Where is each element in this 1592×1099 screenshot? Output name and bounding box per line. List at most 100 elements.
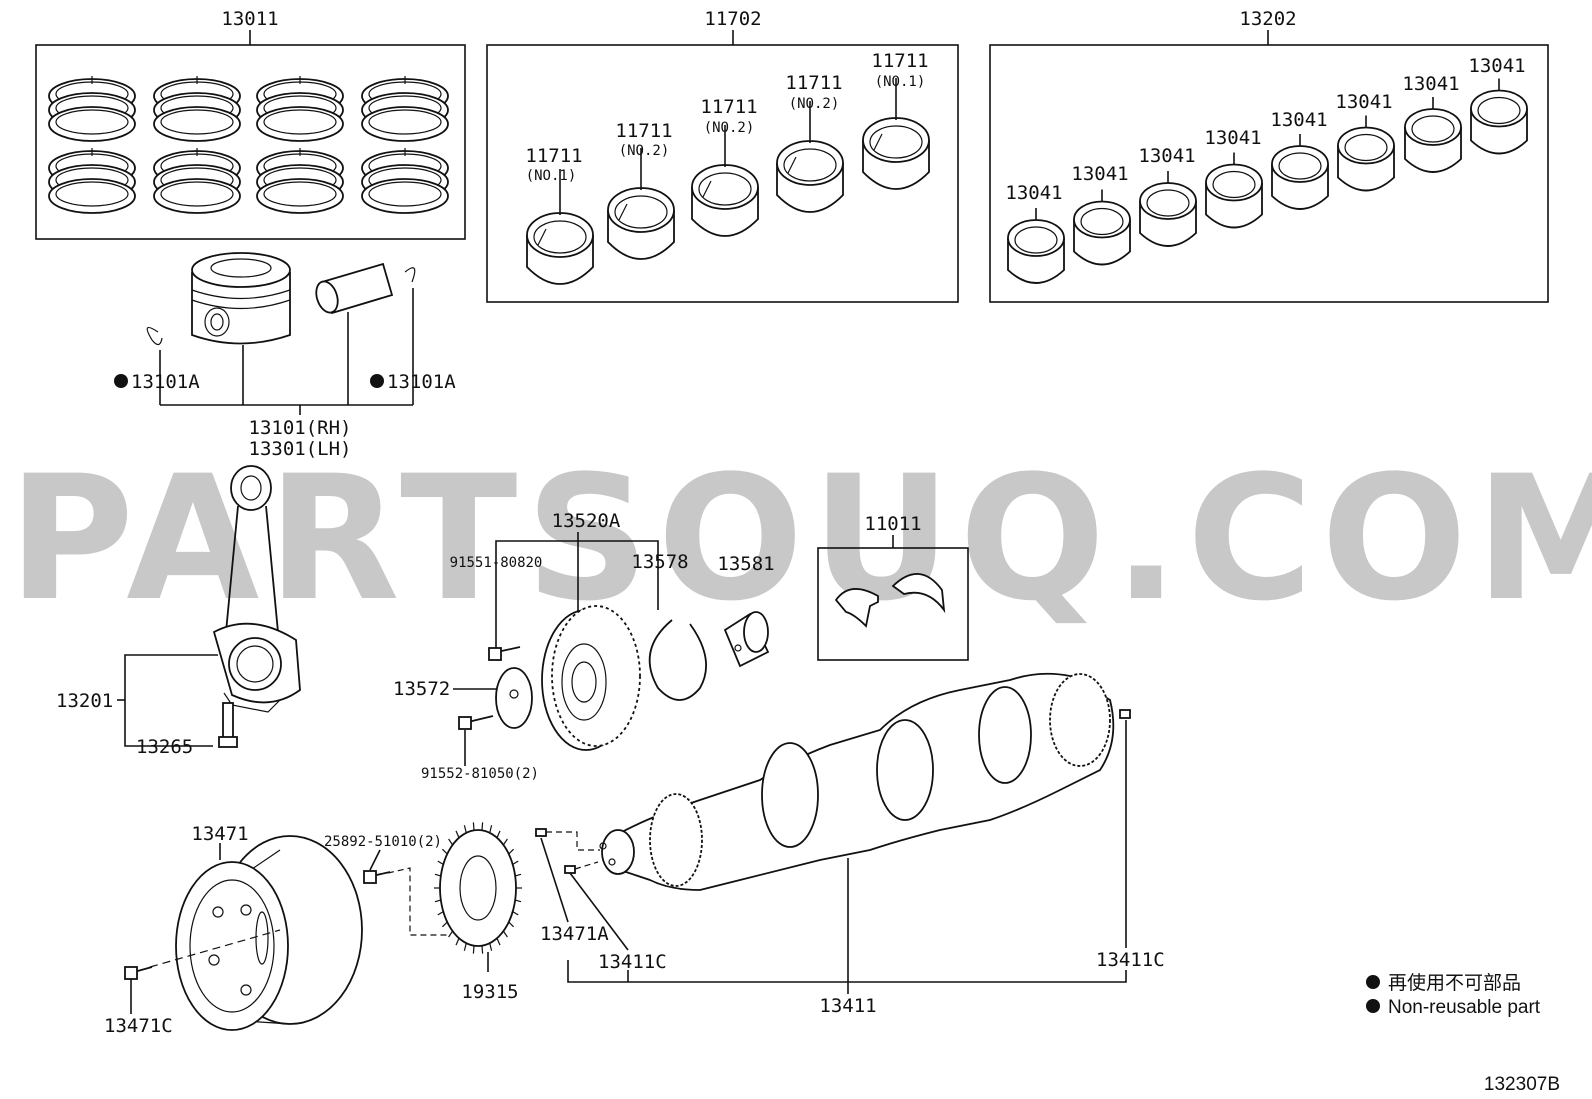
thrust-washer-1[interactable] [834, 588, 879, 628]
thrust-washer-2[interactable] [891, 573, 946, 614]
label-11011[interactable]: 11011 [864, 513, 921, 535]
rod-bearing-2[interactable] [1073, 189, 1131, 266]
piston-ring-stack-3[interactable] [256, 76, 344, 142]
rod-bolt[interactable] [218, 702, 238, 748]
label-13041-8[interactable]: 13041 [1468, 55, 1525, 77]
thrust-washer-set-box [817, 535, 969, 661]
pulley-bolt[interactable] [124, 966, 153, 980]
label-11711-b-sub: (NO.2) [619, 143, 670, 159]
crank-gear-leaders [453, 532, 659, 766]
rod-bearing-8[interactable] [1470, 78, 1528, 155]
label-91551-80820[interactable]: 91551-80820 [450, 555, 543, 571]
label-13202[interactable]: 13202 [1239, 8, 1296, 30]
rod-bearing-3[interactable] [1139, 171, 1197, 247]
label-11711-d[interactable]: 11711 [785, 72, 842, 94]
main-bearing-shell-1[interactable] [526, 169, 594, 285]
plate-13572[interactable] [495, 667, 533, 729]
snap-ring-right[interactable] [404, 267, 416, 283]
label-11711-a-sub: (NO.1) [526, 168, 577, 184]
connecting-rod[interactable] [212, 465, 301, 713]
label-13201[interactable]: 13201 [56, 690, 113, 712]
label-13581[interactable]: 13581 [717, 553, 774, 575]
piston-leaders [159, 288, 414, 415]
label-13041-2[interactable]: 13041 [1071, 163, 1128, 185]
pin-13411C-right[interactable] [1119, 709, 1131, 719]
rod-bearing-6[interactable] [1337, 115, 1395, 192]
label-11711-e-sub: (NO.1) [875, 74, 926, 90]
sensor-plate-guides [387, 867, 450, 936]
label-25892-51010[interactable]: 25892-51010(2) [324, 834, 442, 850]
label-11711-e[interactable]: 11711 [871, 50, 928, 72]
piston-pin[interactable] [313, 262, 394, 315]
label-11711-c-sub: (NO.2) [704, 120, 755, 136]
label-13411[interactable]: 13411 [819, 995, 876, 1017]
non-reusable-dot-left [114, 374, 128, 388]
label-13471C[interactable]: 13471C [104, 1015, 173, 1037]
conrod-leaders [117, 654, 218, 747]
rod-bearing-1[interactable] [1007, 208, 1065, 284]
main-bearing-shell-2[interactable] [607, 148, 675, 260]
piston-ring-stack-6[interactable] [153, 148, 241, 214]
bushing-13581[interactable] [723, 611, 770, 668]
crankshaft[interactable] [599, 672, 1115, 891]
crank-dashed-guides [546, 831, 600, 870]
label-13471[interactable]: 13471 [191, 823, 248, 845]
piston[interactable] [191, 252, 291, 345]
bolt-91551[interactable] [488, 646, 521, 661]
label-11711-b[interactable]: 11711 [615, 120, 672, 142]
label-19315[interactable]: 19315 [461, 981, 518, 1003]
piston-ring-stack-5[interactable] [48, 148, 136, 214]
label-13041-3[interactable]: 13041 [1138, 145, 1195, 167]
crank-position-sensor-plate[interactable] [434, 822, 522, 954]
label-13265[interactable]: 13265 [136, 736, 193, 758]
label-13041-4[interactable]: 13041 [1204, 127, 1261, 149]
piston-ring-set-box [35, 30, 466, 240]
snap-ring-left[interactable] [146, 326, 163, 346]
rod-bearing-4[interactable] [1205, 152, 1263, 229]
label-91552-81050[interactable]: 91552-81050(2) [421, 766, 539, 782]
pulley-bolt-guide [149, 929, 281, 968]
crankshaft-timing-gear[interactable] [541, 605, 641, 751]
main-bearing-shell-5[interactable] [862, 78, 930, 190]
pin-13411C-left[interactable] [564, 865, 576, 874]
crankshaft-pulley[interactable] [175, 835, 363, 1031]
bolt-25892[interactable] [363, 870, 391, 884]
rod-bearing-7[interactable] [1404, 97, 1462, 173]
main-bearing-shell-4[interactable] [776, 101, 844, 213]
bolt-91552[interactable] [458, 715, 494, 730]
label-13411C-left[interactable]: 13411C [598, 951, 667, 973]
label-13101-rh[interactable]: 13101(RH) [249, 417, 352, 439]
piston-ring-stack-1[interactable] [48, 76, 136, 142]
label-13301-lh[interactable]: 13301(LH) [249, 438, 352, 460]
main-bearing-shell-3[interactable] [691, 125, 759, 237]
piston-ring-stack-8[interactable] [361, 148, 449, 214]
label-13041-5[interactable]: 13041 [1270, 109, 1327, 131]
label-13572[interactable]: 13572 [393, 678, 450, 700]
diagram-id: 132307B [1484, 1074, 1560, 1095]
label-13041-6[interactable]: 13041 [1335, 91, 1392, 113]
rod-bearing-set-box [989, 30, 1549, 303]
label-13101A-right[interactable]: 13101A [387, 371, 456, 393]
label-11702[interactable]: 11702 [704, 8, 761, 30]
legend-dot-jp [1366, 975, 1380, 989]
legend-jp: 再使用不可部品 [1388, 972, 1521, 994]
piston-ring-stack-4[interactable] [361, 76, 449, 142]
watermark: PARTSOUQ.COM [8, 438, 1592, 639]
label-13520A[interactable]: 13520A [552, 510, 621, 532]
snap-ring-13578[interactable] [648, 619, 707, 701]
label-13101A-left[interactable]: 13101A [131, 371, 200, 393]
label-13578[interactable]: 13578 [631, 551, 688, 573]
key-13471A[interactable] [535, 828, 547, 837]
label-13411C-right[interactable]: 13411C [1096, 949, 1165, 971]
label-11711-c[interactable]: 11711 [700, 96, 757, 118]
rod-bearing-5[interactable] [1271, 134, 1329, 210]
piston-ring-stack-2[interactable] [153, 76, 241, 142]
label-11711-a[interactable]: 11711 [525, 145, 582, 167]
label-13041-1[interactable]: 13041 [1005, 182, 1062, 204]
label-13011[interactable]: 13011 [221, 8, 278, 30]
label-13041-7[interactable]: 13041 [1402, 73, 1459, 95]
main-bearing-set-box [486, 30, 959, 303]
label-13471A[interactable]: 13471A [540, 923, 609, 945]
piston-ring-stack-7[interactable] [256, 148, 344, 214]
